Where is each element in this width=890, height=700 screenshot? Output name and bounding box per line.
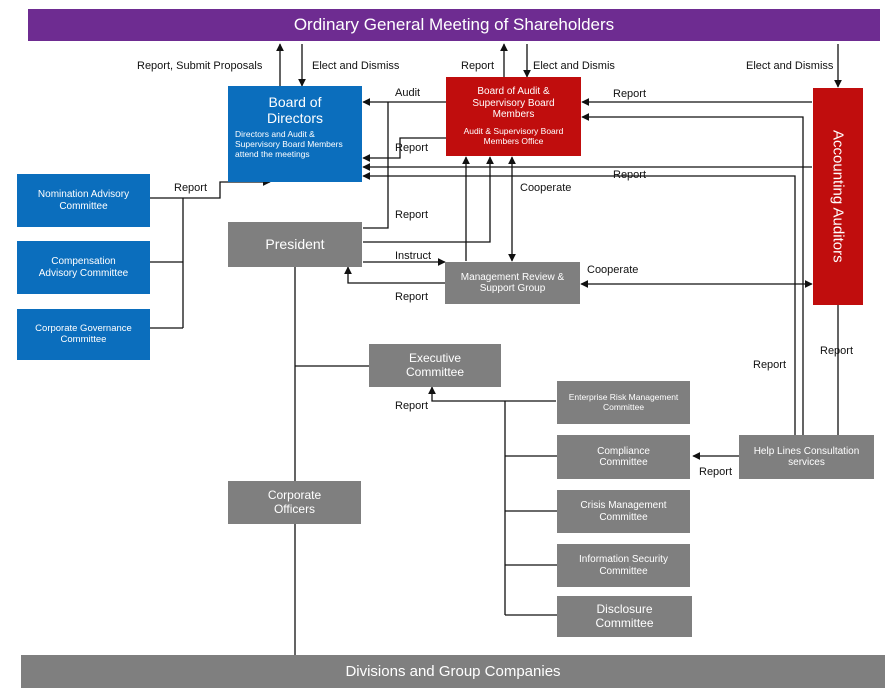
edge-label-audit: Audit	[395, 87, 421, 99]
edge-label-cooperate-audit: Cooperate	[520, 182, 572, 194]
executive-label: Executive Committee	[405, 350, 464, 379]
audit-board-title: Board of Audit & Supervisory Board Membe…	[472, 86, 555, 121]
accounting-auditors: Accounting Auditors	[813, 88, 863, 305]
edge-label-elect-dismis-audit: Elect and Dismis	[533, 60, 615, 72]
shareholders-label: Ordinary General Meeting of Shareholders	[293, 15, 615, 35]
edge-label-report-submit: Report, Submit Proposals	[137, 60, 263, 72]
crisis-label: Crisis Management Committee	[580, 500, 667, 523]
helplines-label: Help Lines Consultation services	[753, 445, 860, 469]
edge-label-report-mgmt: Report	[395, 291, 429, 303]
officers-label: Corporate Officers	[267, 487, 322, 516]
edge-label-report-acct-audit: Report	[613, 88, 647, 100]
corporate-governance-committee: Corporate Governance Committee	[17, 309, 150, 360]
executive-committee: Executive Committee	[369, 344, 501, 387]
board-of-directors: Board of Directors Directors and Audit &…	[228, 86, 362, 182]
crisis-management-committee: Crisis Management Committee	[557, 490, 690, 533]
risk-label: Enterprise Risk Management Committee	[568, 391, 679, 412]
enterprise-risk-committee: Enterprise Risk Management Committee	[557, 381, 690, 424]
arrow-helplines-to-board	[362, 172, 796, 435]
edge-label-report-president: Report	[395, 209, 429, 221]
edge-label-report-audit-up: Report	[461, 60, 495, 72]
edge-label-report-executive: Report	[395, 400, 429, 412]
edge-label-elect-dismiss-board: Elect and Dismiss	[312, 60, 400, 72]
accounting-auditors-label: Accounting Auditors	[829, 130, 847, 263]
infosec-label: Information Security Committee	[579, 554, 668, 577]
compensation-label: Compensation Advisory Committee	[38, 256, 129, 279]
divisions-label: Divisions and Group Companies	[345, 662, 561, 680]
edge-label-instruct: Instruct	[395, 250, 432, 262]
edge-label-report-committees: Report	[174, 182, 208, 194]
edge-label-report-helplines-compliance: Report	[699, 466, 733, 478]
arrow-committees-to-board	[183, 178, 271, 199]
disclosure-committee: Disclosure Committee	[557, 596, 692, 637]
arrow-mgmt-report	[344, 266, 445, 284]
help-lines-consultation: Help Lines Consultation services	[739, 435, 874, 479]
president-label: President	[265, 236, 325, 253]
arrow-committees-to-executive	[428, 386, 556, 402]
arrow-president-to-audit	[363, 156, 494, 243]
edge-label-cooperate-mgmt: Cooperate	[587, 264, 639, 276]
audit-board-office: Audit & Supervisory Board Members Office	[463, 125, 564, 146]
information-security-committee: Information Security Committee	[557, 544, 690, 587]
president: President	[228, 222, 362, 267]
divisions-banner: Divisions and Group Companies	[21, 655, 885, 688]
edge-label-report-acct-board: Report	[613, 169, 647, 181]
shareholders-banner: Ordinary General Meeting of Shareholders	[28, 9, 880, 41]
nomination-advisory-committee: Nomination Advisory Committee	[17, 174, 150, 227]
edge-label-elect-dismiss-acct: Elect and Dismiss	[746, 60, 834, 72]
edge-label-report-audit-board: Report	[395, 142, 429, 154]
edge-label-report-helplines-audit: Report	[753, 359, 787, 371]
edge-label-report-helplines-acct: Report	[820, 345, 854, 357]
management-review-group: Management Review & Support Group	[445, 262, 580, 304]
compliance-committee: Compliance Committee	[557, 435, 690, 479]
board-note: Directors and Audit & Supervisory Board …	[235, 129, 343, 159]
compliance-label: Compliance Committee	[597, 445, 650, 469]
disclosure-label: Disclosure Committee	[595, 601, 654, 630]
corporate-officers: Corporate Officers	[228, 481, 361, 524]
arrow-president-to-board	[363, 102, 389, 229]
arrow-audit-to-board-report	[362, 137, 446, 162]
nomination-label: Nomination Advisory Committee	[37, 189, 130, 212]
governance-label: Corporate Governance Committee	[35, 322, 132, 345]
arrow-helplines-to-audit	[581, 113, 804, 435]
board-title: Board of Directors	[266, 94, 323, 127]
mgmt-review-label: Management Review & Support Group	[460, 271, 565, 295]
audit-supervisory-board: Board of Audit & Supervisory Board Membe…	[446, 77, 581, 156]
compensation-advisory-committee: Compensation Advisory Committee	[17, 241, 150, 294]
